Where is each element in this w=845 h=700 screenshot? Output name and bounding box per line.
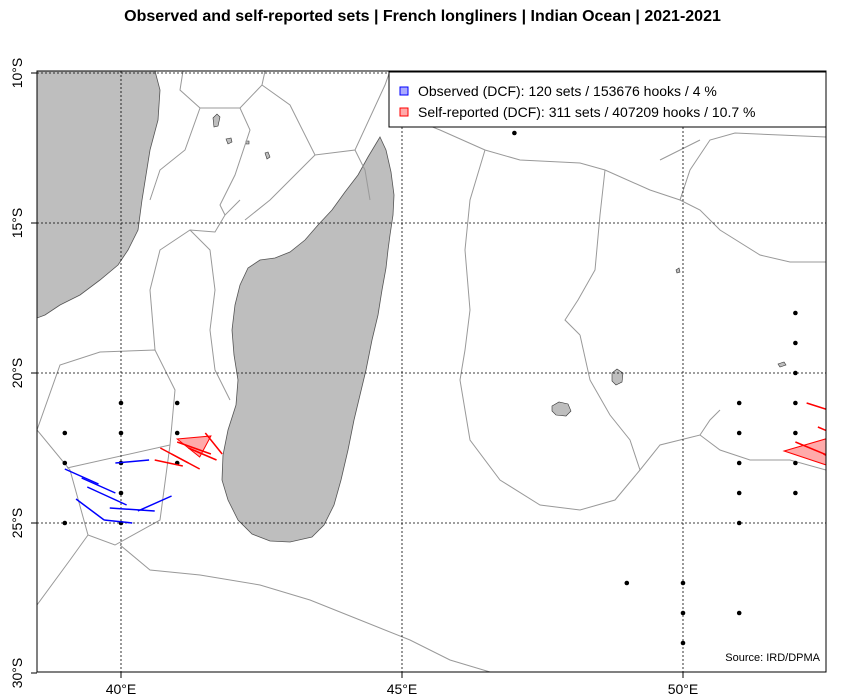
- grid-point: [793, 490, 798, 496]
- y-axis: 10°S 15°S 20°S 25°S 30°S: [9, 58, 37, 689]
- grid-point: [793, 370, 798, 376]
- self-reported-set-polygon: [782, 438, 826, 466]
- grid-point: [736, 490, 742, 496]
- mauritius-island: [611, 368, 624, 386]
- tromelin-island: [675, 267, 681, 274]
- madagascar-landmass: [221, 136, 395, 543]
- legend-swatch-self-reported: [399, 107, 409, 117]
- grid-point: [736, 400, 742, 406]
- grid-point: [118, 400, 124, 406]
- grid-point: [736, 430, 742, 436]
- observed-set-line: [86, 486, 127, 506]
- observed-set-line: [115, 459, 150, 464]
- legend-label-observed: Observed (DCF): 120 sets / 153676 hooks …: [418, 83, 717, 99]
- grid-point: [680, 640, 686, 646]
- observed-set-line: [109, 507, 155, 512]
- legend-swatch-observed: [399, 86, 409, 96]
- y-tick-label: 20°S: [9, 358, 25, 389]
- fishing-grid-points: [62, 100, 798, 646]
- legend-box: [388, 71, 827, 128]
- self-reported-set-line: [840, 409, 845, 433]
- eez-boundaries: [37, 71, 826, 672]
- self-reported-set-line: [188, 447, 217, 461]
- self-reported-set-line: [204, 432, 223, 455]
- grid-point: [62, 520, 68, 526]
- self-reported-set-line: [154, 459, 183, 467]
- grid-point: [793, 340, 798, 346]
- grid-point: [174, 400, 180, 406]
- grid-point: [736, 520, 742, 526]
- grid-point: [793, 400, 798, 406]
- legend: Observed (DCF): 120 sets / 153676 hooks …: [388, 71, 827, 128]
- y-tick-label: 15°S: [9, 208, 25, 239]
- x-axis: 40°E45°E50°E55°E60°E65°E: [106, 672, 699, 697]
- legend-label-self-reported: Self-reported (DCF): 311 sets / 407209 h…: [418, 104, 755, 120]
- grid-point: [793, 430, 798, 436]
- self-reported-set-line: [806, 402, 826, 410]
- reunion-island: [551, 401, 572, 417]
- observed-set-line: [64, 468, 99, 485]
- x-tick-label: 50°E: [668, 681, 699, 697]
- plot-frame: [36, 70, 827, 673]
- y-tick-label: 25°S: [9, 508, 25, 539]
- grid-point: [793, 310, 798, 316]
- self-reported-set-line: [829, 382, 845, 406]
- grid-point: [680, 580, 686, 586]
- grid-point: [624, 580, 630, 586]
- observed-set-line: [75, 498, 105, 521]
- observed-set-line: [104, 519, 133, 524]
- y-tick-label: 10°S: [9, 58, 25, 89]
- observed-sets-layer: [64, 445, 845, 524]
- x-tick-label: 40°E: [106, 681, 137, 697]
- grid-point: [680, 610, 686, 616]
- x-tick-label: 45°E: [387, 681, 418, 697]
- self-reported-sets-layer: [154, 382, 845, 490]
- comoros-islands: [212, 113, 271, 160]
- self-reported-set-line: [823, 453, 826, 457]
- africa-landmass: [37, 71, 161, 319]
- grid-point: [118, 430, 124, 436]
- grid-point: [793, 460, 798, 466]
- grid-point: [62, 460, 68, 466]
- observed-set-line: [81, 477, 116, 494]
- observed-set-line: [137, 495, 172, 512]
- grid-point: [736, 610, 742, 616]
- map-plot-area: [37, 71, 845, 672]
- graticule: [37, 71, 826, 672]
- grid-point: [62, 430, 68, 436]
- grid-point: [736, 460, 742, 466]
- source-label: Source: IRD/DPMA: [725, 652, 820, 664]
- self-reported-set-line: [795, 441, 826, 456]
- self-reported-set-line: [171, 453, 201, 470]
- self-reported-set-line: [176, 441, 212, 455]
- grid-point: [174, 430, 180, 436]
- self-reported-set-polygon: [175, 435, 212, 458]
- rodrigues-island: [777, 361, 787, 368]
- map-title: Observed and self-reported sets | French…: [124, 8, 721, 25]
- grid-point: [118, 490, 124, 496]
- grid-point: [512, 130, 517, 136]
- observed-set-line: [840, 445, 845, 466]
- self-reported-set-line: [829, 475, 845, 490]
- y-tick-label: 30°S: [9, 658, 25, 689]
